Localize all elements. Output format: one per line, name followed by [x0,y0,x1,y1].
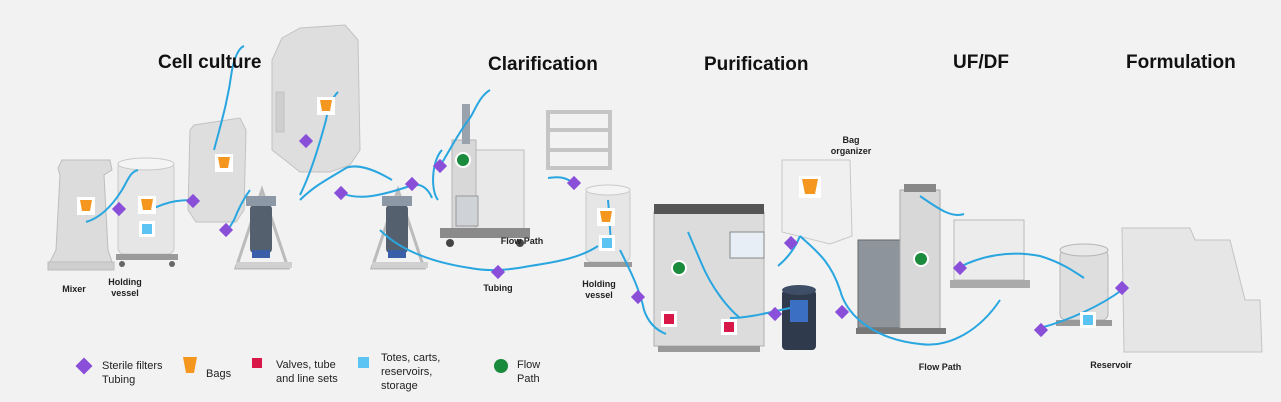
legend-flow: Flow Path [517,359,541,385]
bag-marker [215,154,233,172]
label-holding-vessel-2: Holding vessel [582,279,616,300]
cart-equipment [546,110,612,170]
bag-organizer-equipment [781,159,853,245]
label-tubing: Tubing [483,283,513,293]
bag-marker [77,197,95,215]
flow-path-markers [455,152,929,276]
label-bag-organizer: Bag organizer [830,135,872,156]
flow-path-marker [913,251,929,267]
flow-path-marker [671,260,687,276]
filter-marker [566,175,582,191]
label-reservoir: Reservoir [1090,360,1132,370]
tote-marker [599,235,615,251]
filter-marker [767,306,783,322]
formulation-unit-equipment [1121,227,1263,353]
tote-marker [139,221,155,237]
stage-title-purification: Purification [704,54,809,75]
tote-markers [139,221,1096,328]
legend-flow-marker [494,359,508,373]
flow-path-marker [455,152,471,168]
filter-marker [432,158,448,174]
label-holding-vessel-1: Holding vessel [108,277,142,298]
filter-marker [404,176,420,192]
filter-stand-2-equipment [369,185,428,270]
filter-marker [783,235,799,251]
label-flow-path-1: Flow Path [500,236,544,246]
filter-marker [333,185,349,201]
legend-bags: Bags [206,368,232,380]
filter-stand-1-equipment [233,185,292,270]
legend-valve-marker [252,358,262,368]
filter-marker [630,289,646,305]
bag-marker [799,176,821,198]
label-flow-path-2: Flow Path [918,362,962,372]
stage-title-ufdf: UF/DF [953,52,1009,73]
stage-title-cell-culture: Cell culture [158,52,262,73]
valve-marker [721,319,737,335]
stage-title-clarification: Clarification [488,54,598,75]
legend-totes: Totes, carts, reservoirs, storage [381,352,441,392]
filter-marker [834,304,850,320]
label-mixer: Mixer [62,284,86,294]
valve-markers [661,311,737,335]
legend-valves: Valves, tube and line sets [276,359,338,385]
filter-marker [490,264,506,280]
bioreactor-large-equipment [271,24,361,173]
legend-tote-marker [358,357,369,368]
legend-filters: Sterile filters Tubing [102,360,163,386]
valve-marker [661,311,677,327]
clarification-skid-equipment [440,104,530,247]
stage-title-formulation: Formulation [1126,52,1236,73]
filter-marker [952,260,968,276]
bag-marker [597,208,615,226]
filter-marker [1114,280,1130,296]
tote-marker [1080,312,1096,328]
legend-filter-marker [75,357,93,375]
filter-markers [111,133,1130,338]
filter-marker [298,133,314,149]
bag-marker [138,196,156,214]
legend-bag-marker [183,357,197,373]
bag-marker [317,97,335,115]
bag-markers [77,97,821,226]
ufdf-system-equipment [856,184,1030,334]
filter-marker [1033,322,1049,338]
